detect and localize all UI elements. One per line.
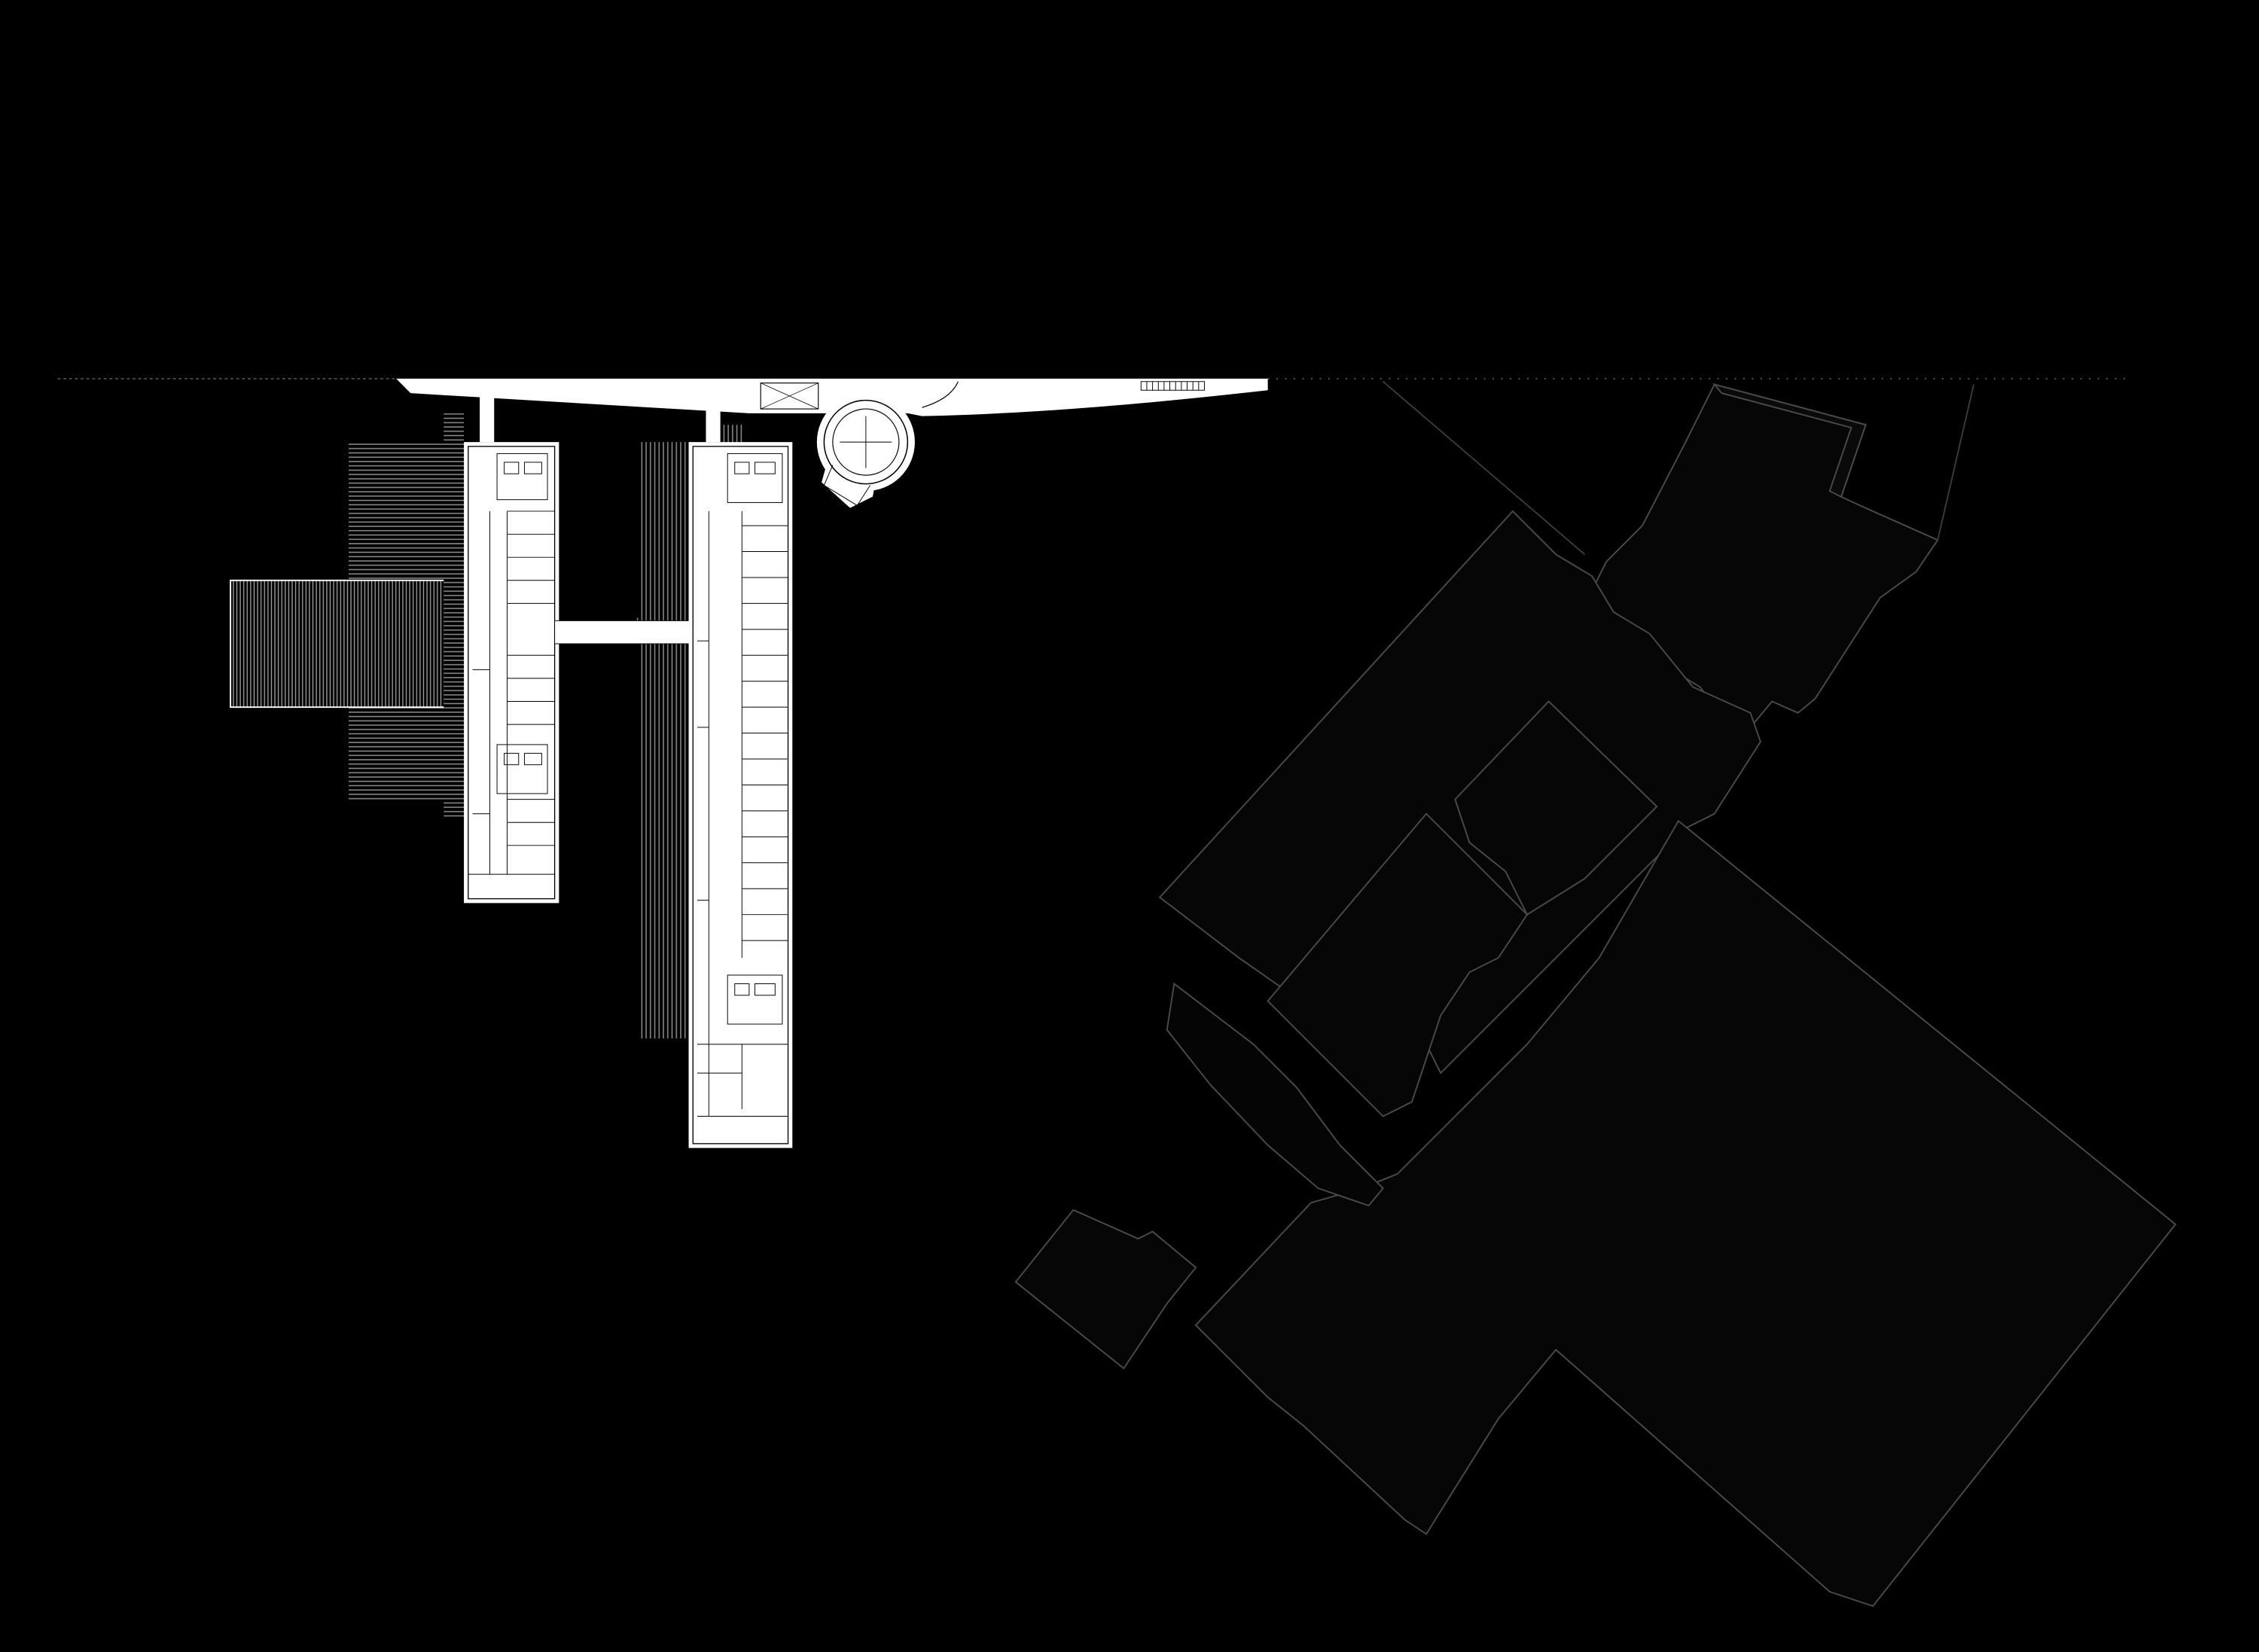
site-road-lines bbox=[1383, 381, 1975, 556]
existing-building-south-large bbox=[1194, 819, 2177, 1608]
building-wing-right bbox=[688, 442, 793, 1148]
roof-strip-right bbox=[639, 442, 695, 1039]
ramp-strip bbox=[723, 425, 744, 445]
round-tower bbox=[816, 393, 915, 509]
connector-left bbox=[480, 395, 495, 443]
roof-terrace-left bbox=[230, 579, 448, 709]
building-wing-left bbox=[464, 442, 559, 904]
existing-building-southwest-annex bbox=[1014, 1209, 1197, 1370]
existing-building-diagonal-wing bbox=[1158, 510, 1762, 1074]
existing-building-north-strip bbox=[1712, 383, 1867, 498]
existing-building-connector bbox=[1166, 982, 1385, 1207]
top-walkway bbox=[396, 378, 1268, 416]
existing-buildings bbox=[1014, 383, 2177, 1608]
existing-building-inner-court bbox=[1267, 812, 1529, 1117]
existing-building-courtyard bbox=[1454, 700, 1658, 916]
bridge-corridor bbox=[554, 620, 697, 645]
connector-right bbox=[706, 395, 721, 443]
roof-strip-left bbox=[444, 413, 465, 817]
